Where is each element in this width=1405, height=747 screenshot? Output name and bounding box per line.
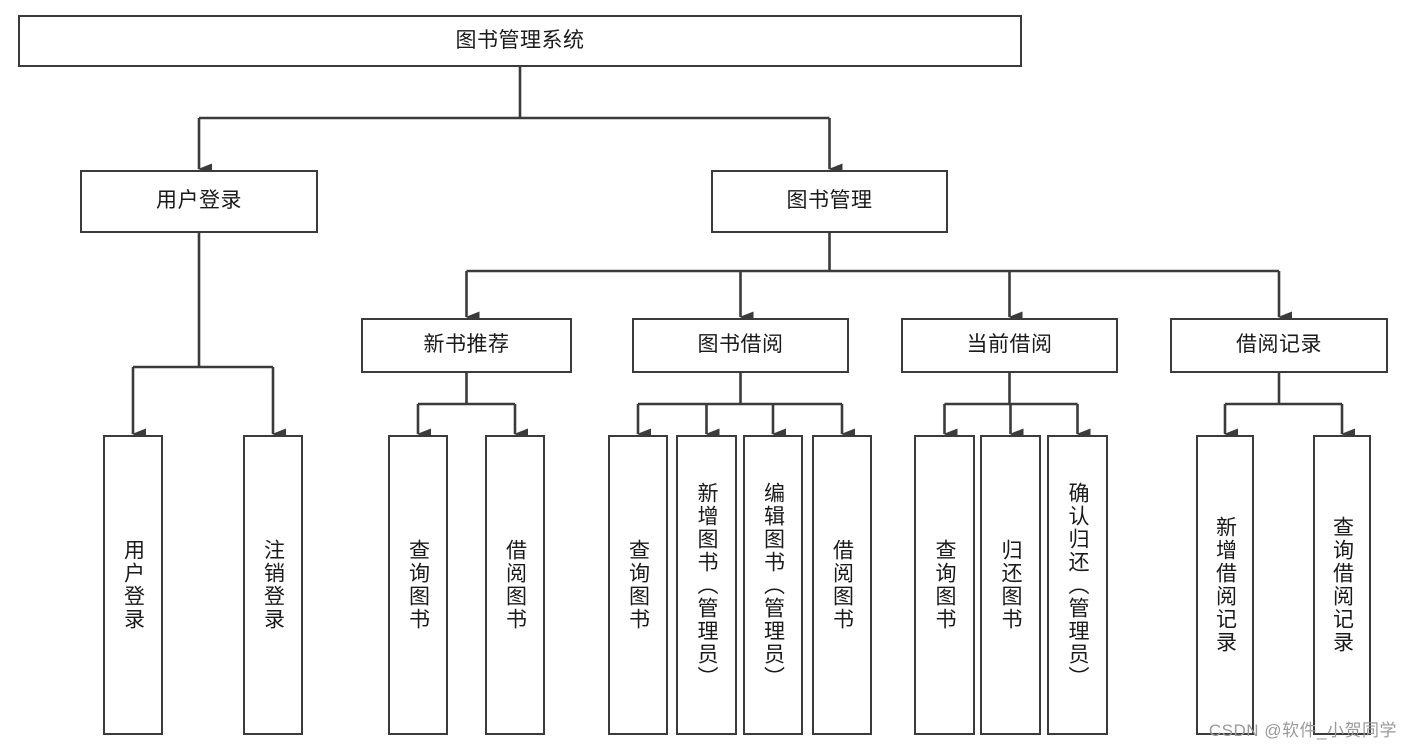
node-new-book-rec[interactable]: 新书推荐 — [361, 318, 572, 373]
node-label: 新增图书（管理员） — [695, 481, 718, 689]
node-label: 用户登录 — [121, 539, 145, 631]
node-label: 借阅图书 — [830, 539, 854, 631]
node-label: 确认归还（管理员） — [1066, 481, 1089, 689]
node-leaf-add-record[interactable]: 新增借阅记录 — [1196, 435, 1254, 735]
node-label: 借阅图书 — [503, 539, 527, 631]
node-label: 归还图书 — [999, 539, 1022, 631]
node-label: 查询图书 — [933, 539, 956, 631]
node-label: 编辑图书（管理员） — [761, 481, 785, 689]
node-label: 查询借阅记录 — [1330, 516, 1354, 654]
node-label: 借阅记录 — [1236, 333, 1322, 357]
node-root[interactable]: 图书管理系统 — [18, 15, 1022, 67]
node-leaf-borrow-book-2[interactable]: 借阅图书 — [812, 435, 872, 735]
node-leaf-query-book-2[interactable]: 查询图书 — [608, 435, 668, 735]
node-label: 新增借阅记录 — [1213, 516, 1237, 654]
node-leaf-query-book-1[interactable]: 查询图书 — [388, 435, 448, 735]
node-book-manage[interactable]: 图书管理 — [711, 170, 948, 233]
node-borrow-record[interactable]: 借阅记录 — [1170, 318, 1388, 373]
node-label: 查询图书 — [626, 539, 650, 631]
node-user-login[interactable]: 用户登录 — [80, 170, 318, 233]
node-leaf-user-login[interactable]: 用户登录 — [103, 435, 163, 735]
node-leaf-query-record[interactable]: 查询借阅记录 — [1313, 435, 1371, 735]
node-label: 查询图书 — [406, 539, 430, 631]
node-label: 图书借阅 — [697, 333, 784, 357]
node-current-borrow[interactable]: 当前借阅 — [901, 318, 1118, 373]
node-leaf-edit-book[interactable]: 编辑图书（管理员） — [743, 435, 803, 735]
node-label: 当前借阅 — [966, 333, 1053, 357]
node-leaf-return-book[interactable]: 归还图书 — [980, 435, 1041, 735]
node-label: 新书推荐 — [423, 333, 510, 357]
node-leaf-confirm-return[interactable]: 确认归还（管理员） — [1047, 435, 1108, 735]
node-label: 图书管理 — [786, 189, 873, 213]
node-leaf-query-book-3[interactable]: 查询图书 — [914, 435, 975, 735]
node-label: 图书管理系统 — [455, 28, 585, 52]
node-leaf-borrow-book-1[interactable]: 借阅图书 — [485, 435, 545, 735]
node-leaf-logout[interactable]: 注销登录 — [243, 435, 303, 735]
node-label: 注销登录 — [261, 539, 285, 631]
node-book-borrow[interactable]: 图书借阅 — [632, 318, 849, 373]
node-leaf-add-book[interactable]: 新增图书（管理员） — [676, 435, 737, 735]
node-label: 用户登录 — [156, 189, 242, 213]
